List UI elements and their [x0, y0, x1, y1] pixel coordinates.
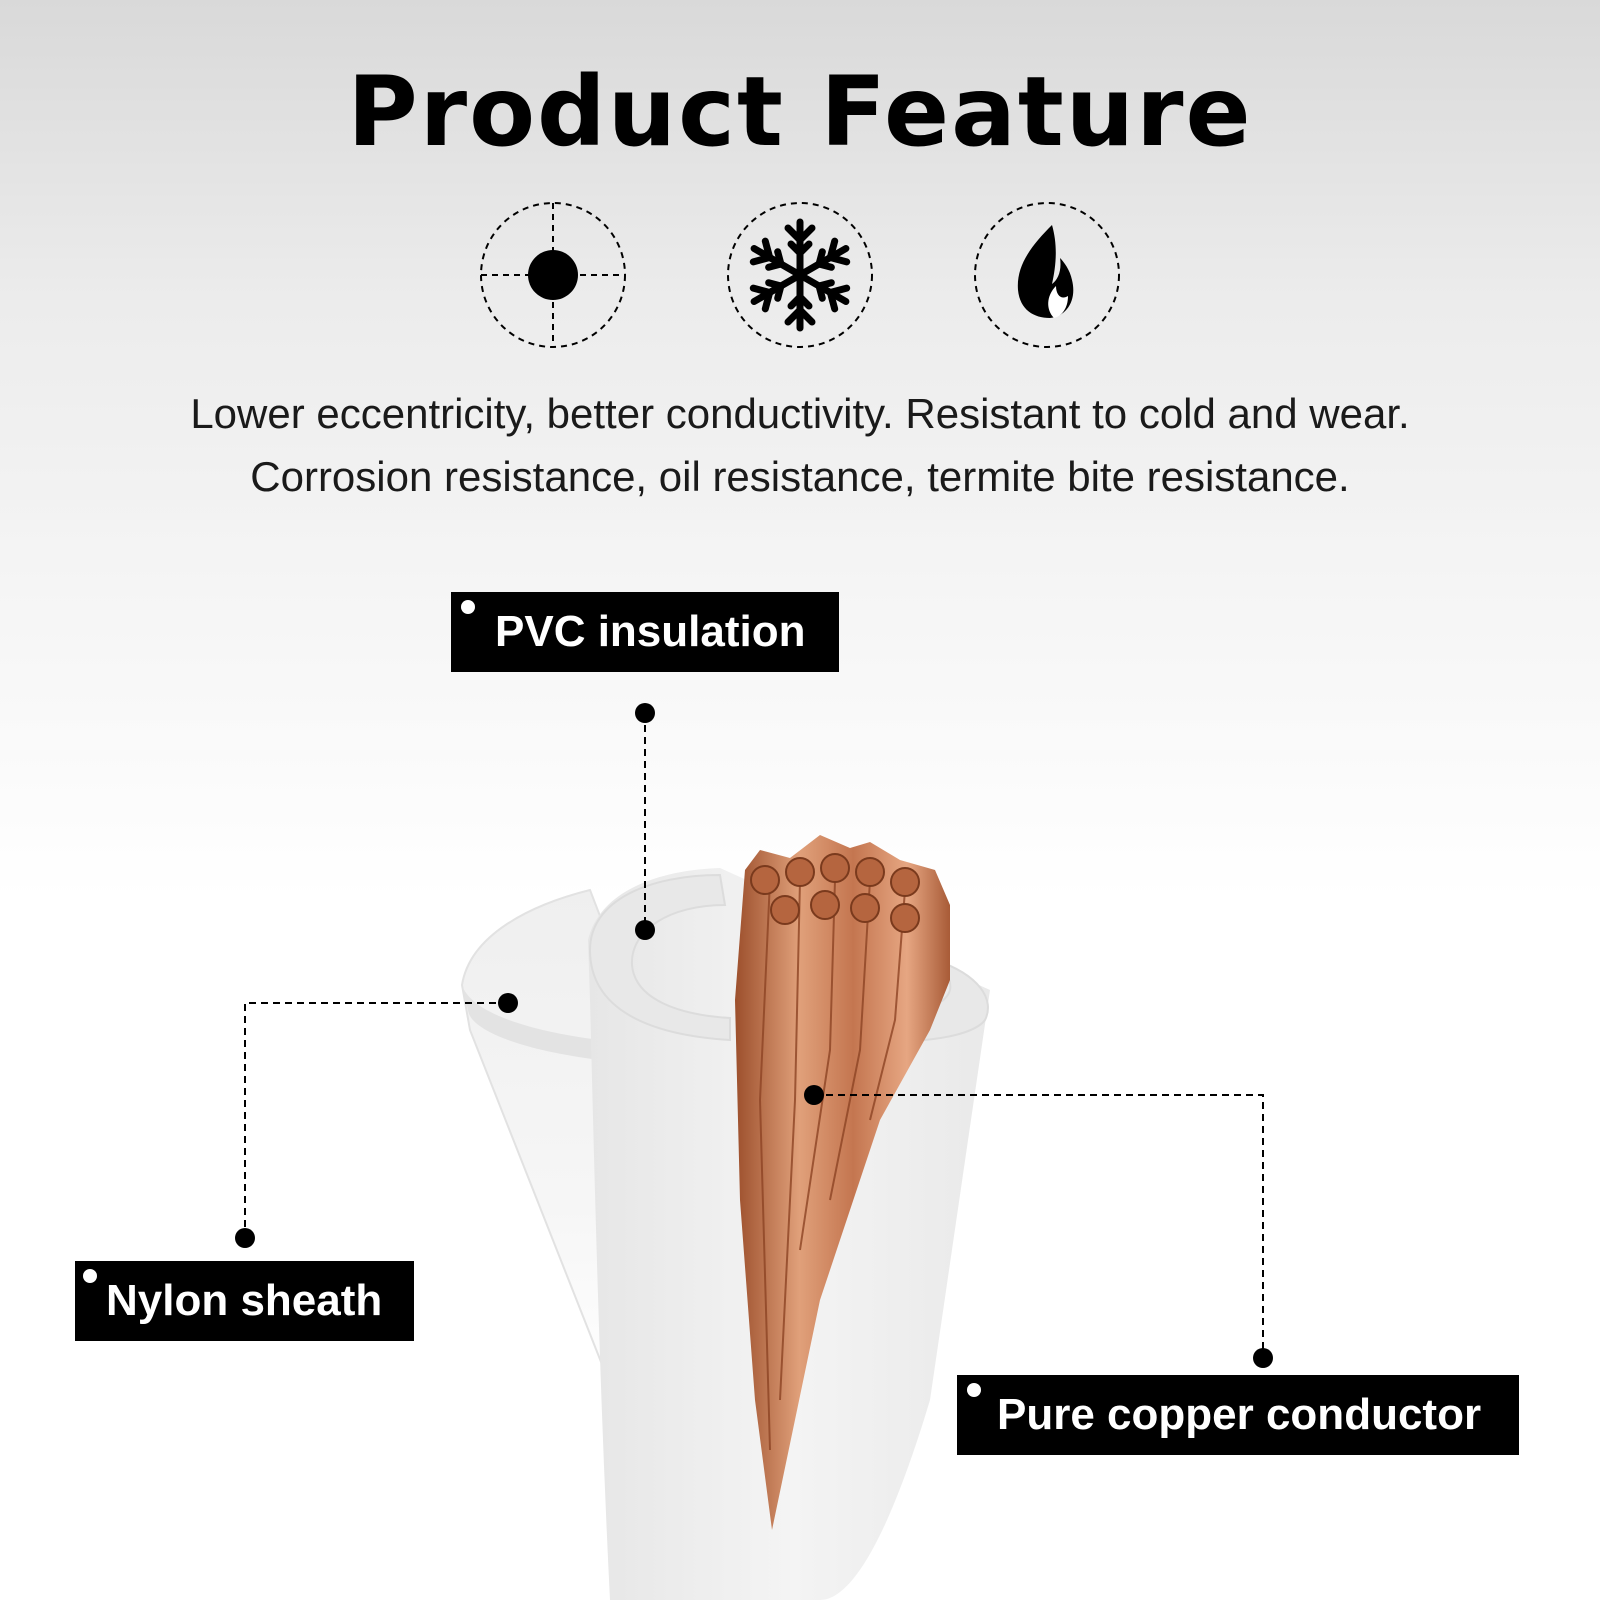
pvc-insulation-label: PVC insulation — [451, 592, 839, 672]
flame-icon — [974, 202, 1120, 348]
label-bullet — [967, 1383, 981, 1397]
pvc-insulation-text: PVC insulation — [495, 607, 806, 656]
nylon-sheath-text: Nylon sheath — [106, 1276, 383, 1325]
label-bullet — [461, 600, 475, 614]
page-title: Product Feature — [347, 56, 1253, 168]
nylon-sheath-label: Nylon sheath — [75, 1261, 414, 1341]
copper-conductor-text: Pure copper conductor — [997, 1390, 1482, 1439]
label-bullet — [83, 1269, 97, 1283]
description-line-2: Corrosion resistance, oil resistance, te… — [250, 453, 1350, 500]
description-line-1: Lower eccentricity, better conductivity.… — [190, 390, 1410, 437]
snowflake-icon — [727, 202, 873, 348]
eccentricity-icon — [480, 202, 626, 348]
copper-conductor-label: Pure copper conductor — [957, 1375, 1519, 1455]
